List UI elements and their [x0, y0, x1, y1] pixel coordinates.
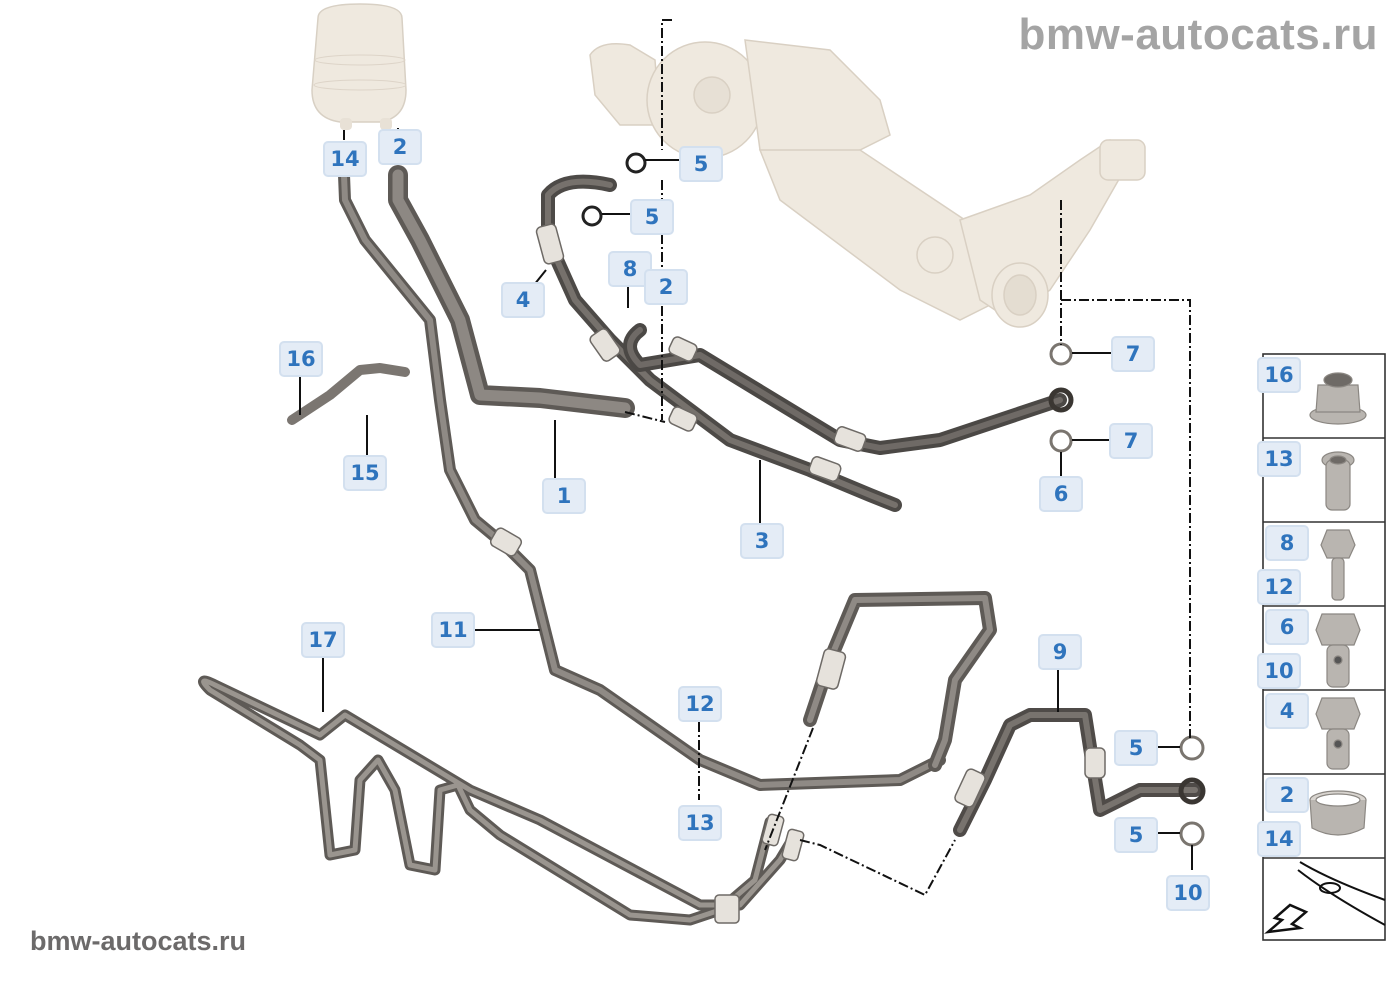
legend-label-16[interactable]: 16 [1257, 357, 1301, 393]
seal-ring-icon [581, 205, 603, 227]
bracket-15 [287, 363, 410, 425]
callout-2[interactable]: 2 [378, 129, 422, 165]
vehicle-front-direction-icon [1264, 861, 1386, 934]
watermark-bottom: bmw-autocats.ru [30, 926, 247, 956]
callout-10[interactable]: 10 [1166, 875, 1210, 911]
callout-6[interactable]: 6 [1039, 476, 1083, 512]
callout-17[interactable]: 17 [301, 622, 345, 658]
legend-label-4[interactable]: 4 [1265, 693, 1309, 729]
seal-ring-icon [1179, 821, 1205, 847]
legend-label-12[interactable]: 12 [1257, 569, 1301, 605]
seal-ring-icon [1178, 777, 1206, 805]
flange-nut-icon [1309, 372, 1367, 425]
reservoir-icon [311, 3, 407, 130]
legend-label-13[interactable]: 13 [1257, 441, 1301, 477]
banjo-bolt-icon [1315, 613, 1361, 688]
legend-label-2[interactable]: 2 [1265, 777, 1309, 813]
callout-4[interactable]: 4 [501, 282, 545, 318]
callout-5[interactable]: 5 [1114, 730, 1158, 766]
rivet-nut-icon [1321, 451, 1355, 511]
fittings [489, 223, 1106, 924]
callout-5[interactable]: 5 [1114, 817, 1158, 853]
callout-2[interactable]: 2 [644, 269, 688, 305]
callout-16[interactable]: 16 [279, 341, 323, 377]
callout-12[interactable]: 12 [678, 686, 722, 722]
callout-7[interactable]: 7 [1109, 423, 1153, 459]
seal-ring-icon [625, 152, 647, 174]
seal-ring-icon [1049, 342, 1073, 366]
callout-8[interactable]: 8 [608, 251, 652, 287]
legend-label-6[interactable]: 6 [1265, 609, 1309, 645]
callout-11[interactable]: 11 [431, 612, 475, 648]
banjo-bolt-icon [1315, 697, 1361, 770]
legend-label-8[interactable]: 8 [1265, 525, 1309, 561]
callout-7[interactable]: 7 [1111, 336, 1155, 372]
hex-bolt-icon [1320, 529, 1356, 601]
callout-14[interactable]: 14 [323, 141, 367, 177]
leader-lines [299, 159, 1193, 870]
steering-gear-housing-icon [589, 39, 1146, 328]
callout-3[interactable]: 3 [740, 523, 784, 559]
legend-part-icons [1264, 372, 1386, 934]
callout-15[interactable]: 15 [343, 455, 387, 491]
callout-13[interactable]: 13 [678, 805, 722, 841]
seal-ring-icon [1179, 735, 1205, 761]
legend-label-10[interactable]: 10 [1257, 653, 1301, 689]
legend-frame [1262, 353, 1386, 941]
callout-5[interactable]: 5 [630, 199, 674, 235]
hose-clamp-icon [1309, 790, 1367, 836]
callout-5[interactable]: 5 [679, 146, 723, 182]
hose-9 [953, 708, 1202, 837]
callout-9[interactable]: 9 [1038, 634, 1082, 670]
legend-label-14[interactable]: 14 [1257, 821, 1301, 857]
callout-1[interactable]: 1 [542, 478, 586, 514]
seal-ring-icon [1048, 387, 1074, 413]
watermark-top: bmw-autocats.ru [1018, 10, 1378, 59]
seal-ring-icon [1049, 429, 1073, 453]
